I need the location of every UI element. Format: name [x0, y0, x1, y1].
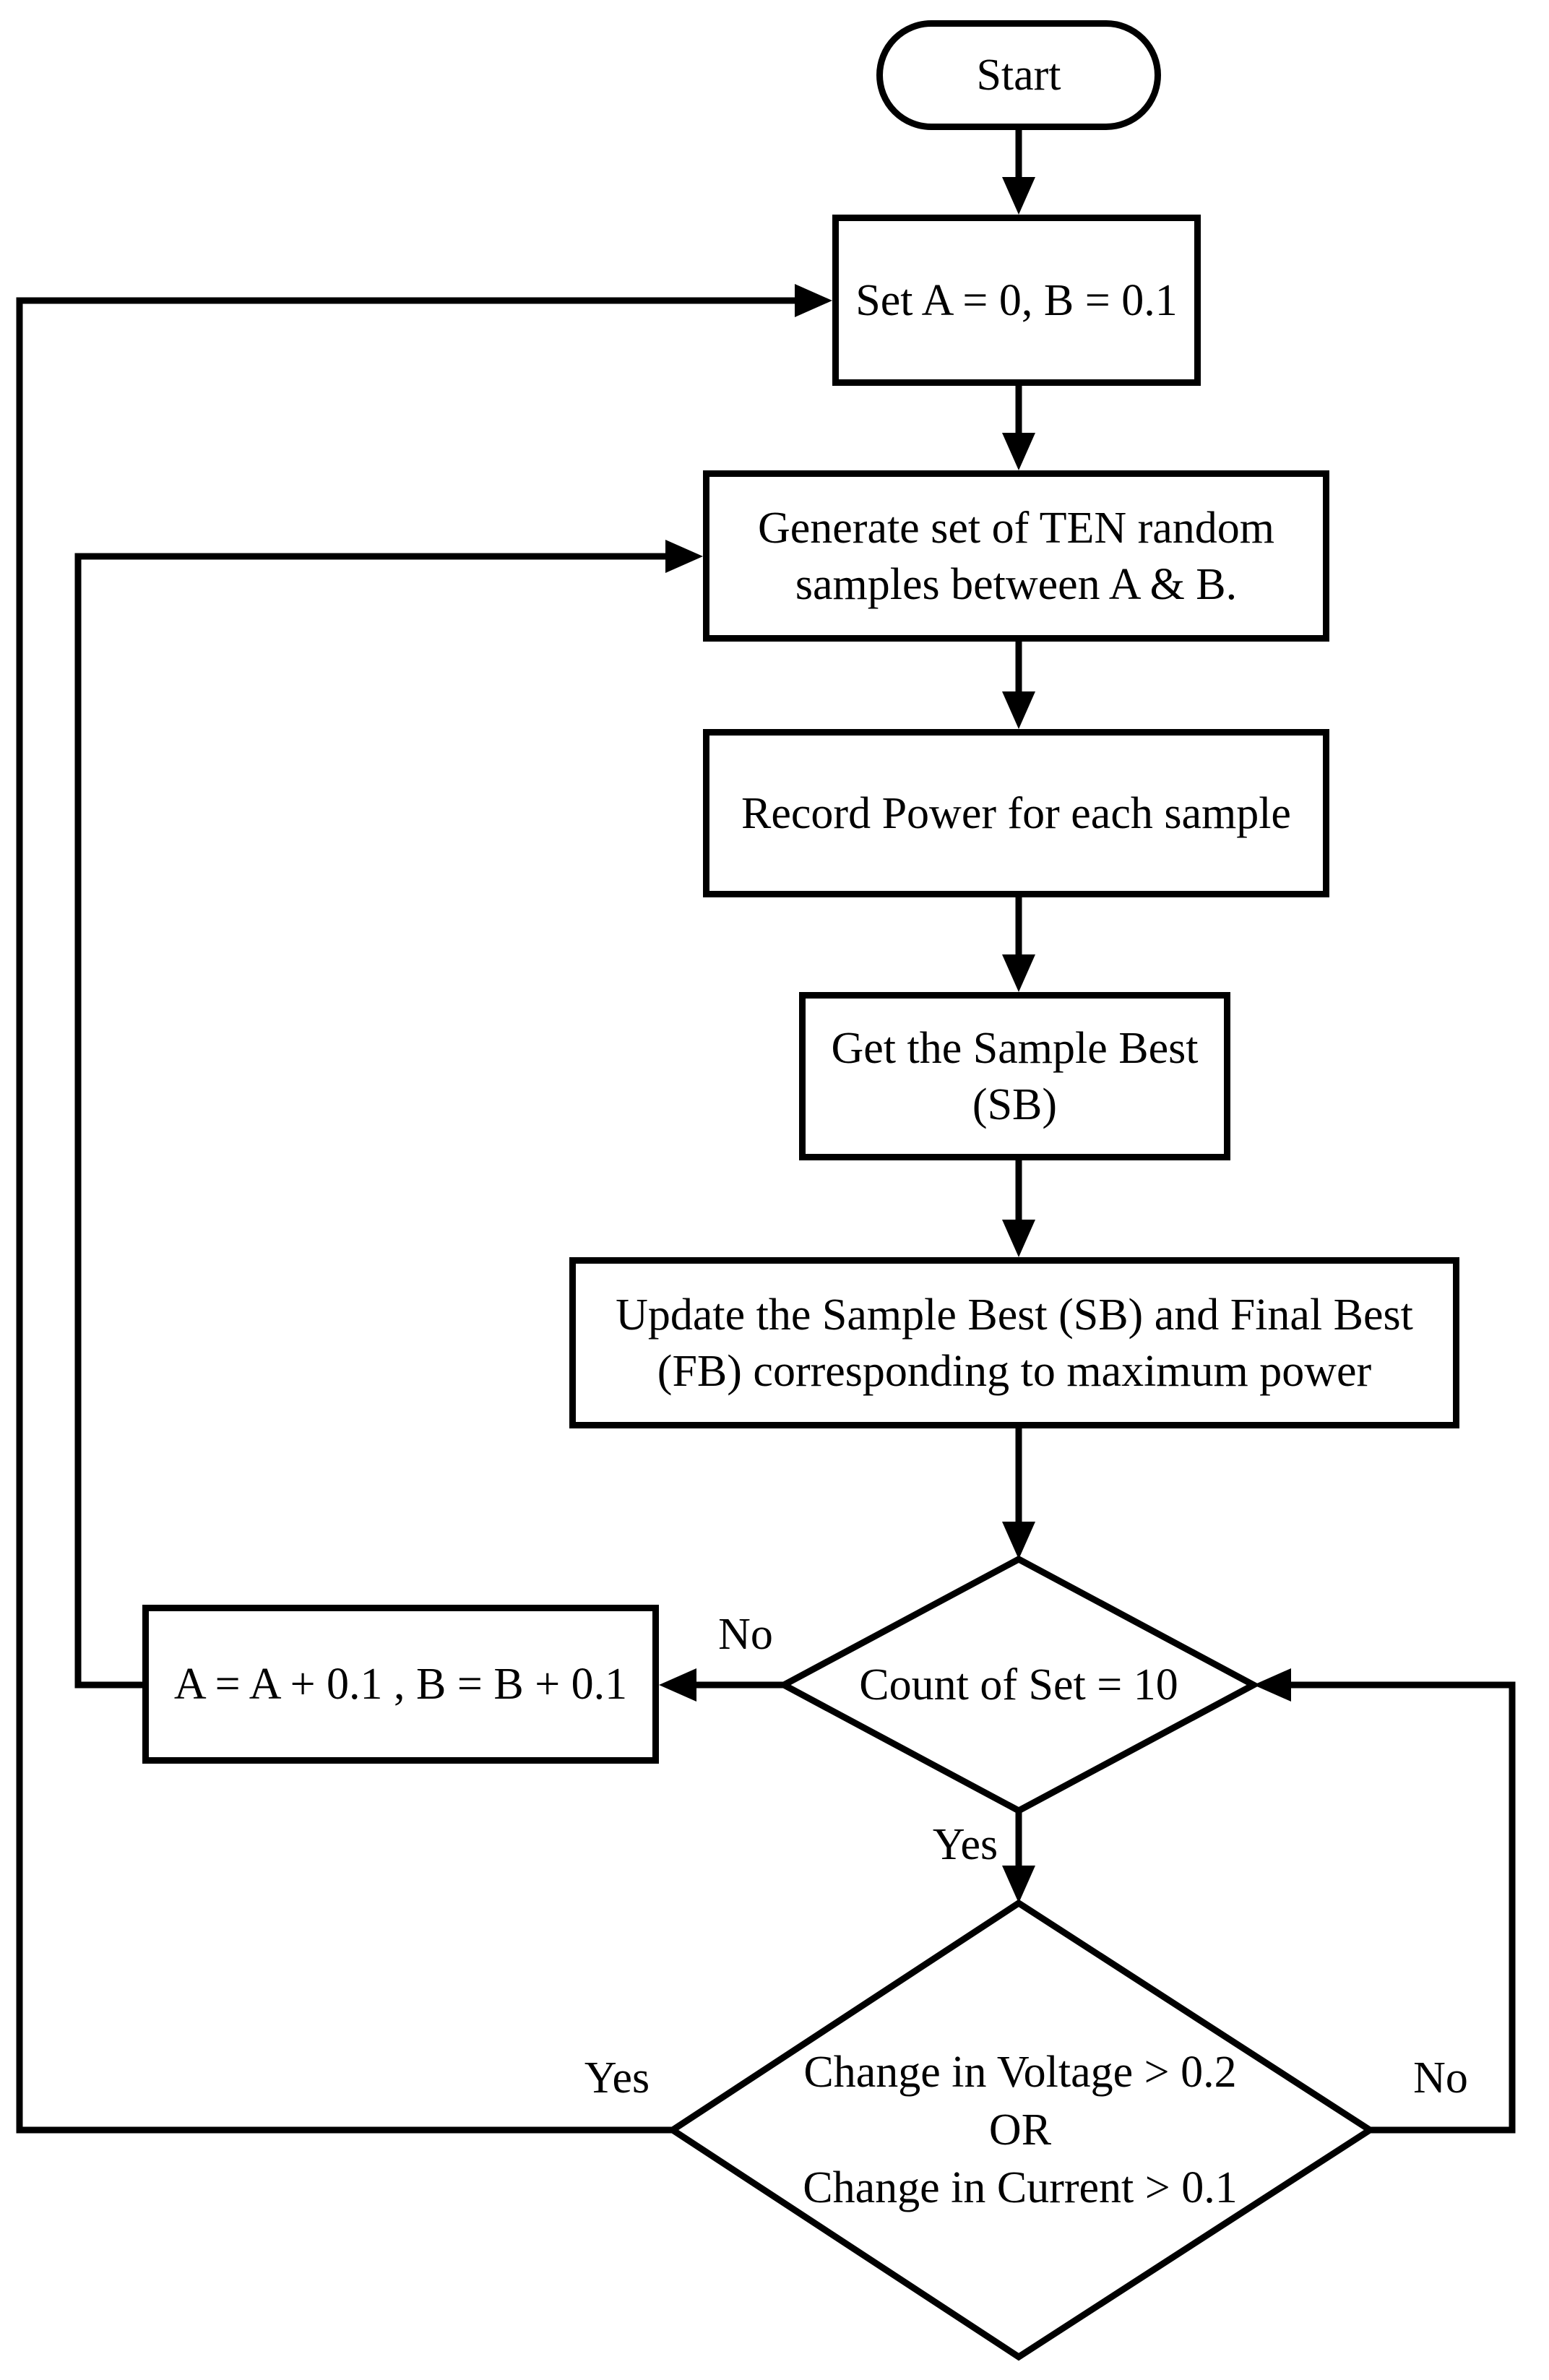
- node-init-label: Set A = 0, B = 0.1: [855, 275, 1178, 325]
- edge-change-no-loop-to-count: [1288, 1681, 1516, 2134]
- arrowhead-into-get-sb-top: [1002, 954, 1035, 992]
- arrowhead-into-increment-right: [659, 1668, 696, 1702]
- node-generate-label: Generate set of TEN random samples betwe…: [757, 503, 1275, 609]
- arrowhead-into-update-top: [1002, 1220, 1035, 1257]
- node-start: Start: [876, 20, 1161, 130]
- node-get-sample-best: Get the Sample Best (SB): [799, 992, 1230, 1160]
- node-increment-label: A = A + 0.1 , B = B + 0.1: [173, 1660, 628, 1709]
- arrowhead-into-generate-top: [1002, 433, 1035, 470]
- edge-label-count-no: No: [718, 1610, 773, 1659]
- node-generate: Generate set of TEN random samples betwe…: [703, 470, 1329, 642]
- edge-label-change-no: No: [1413, 2053, 1468, 2103]
- arrowhead-into-change-top: [1002, 1866, 1035, 1903]
- node-record-label: Record Power for each sample: [741, 788, 1291, 838]
- node-update-best-label: Update the Sample Best (SB) and Final Be…: [616, 1290, 1413, 1396]
- arrowhead-into-count-right: [1254, 1668, 1291, 1702]
- arrowhead-into-generate-left: [665, 540, 703, 573]
- edge-increment-loop-to-generate: [74, 553, 668, 1689]
- count-decision-diamond: [777, 1555, 1261, 1815]
- arrowhead-into-record-top: [1002, 691, 1035, 729]
- node-increment: A = A + 0.1 , B = B + 0.1: [142, 1605, 659, 1764]
- node-update-best: Update the Sample Best (SB) and Final Be…: [569, 1257, 1459, 1428]
- node-init: Set A = 0, B = 0.1: [832, 215, 1201, 386]
- count-decision-label: Count of Set = 10: [859, 1660, 1178, 1709]
- node-get-sample-best-label: Get the Sample Best (SB): [831, 1023, 1199, 1129]
- arrowhead-into-init-left: [795, 284, 832, 317]
- edge-label-change-yes: Yes: [584, 2053, 650, 2103]
- edge-change-yes-loop-to-init: [16, 297, 798, 2134]
- node-record: Record Power for each sample: [703, 729, 1329, 897]
- node-start-label: Start: [976, 51, 1061, 100]
- arrowhead-into-count-top: [1002, 1522, 1035, 1559]
- arrowhead-into-init-top: [1002, 177, 1035, 215]
- change-decision-diamond: [666, 1899, 1376, 2361]
- change-decision-label: Change in Voltage > 0.2 OR Change in Cur…: [803, 2048, 1238, 2212]
- edge-label-count-yes: Yes: [932, 1820, 998, 1869]
